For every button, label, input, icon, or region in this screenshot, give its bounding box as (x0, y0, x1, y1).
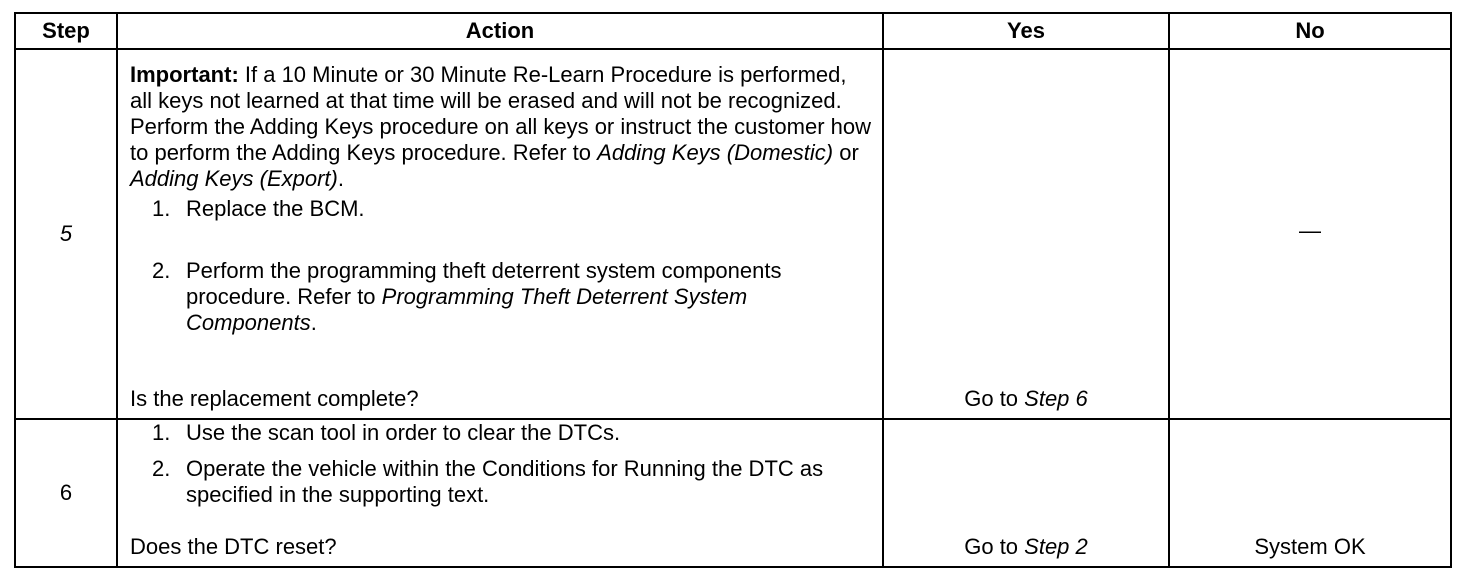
question-text: Is the replacement complete? (130, 386, 419, 411)
no-cell: System OK (1168, 418, 1452, 568)
yes-prefix: Go to (964, 386, 1025, 411)
yes-result: Go to Step 6 (884, 386, 1168, 412)
important-note: Important: If a 10 Minute or 30 Minute R… (130, 50, 872, 192)
list-item: 1. Use the scan tool in order to clear th… (130, 420, 872, 446)
list-item-text: Use the scan tool in order to clear the … (186, 420, 621, 445)
yes-cell: Go to Step 6 (882, 48, 1170, 420)
list-item-number: 1. (152, 420, 171, 445)
header-yes: Yes (882, 12, 1170, 50)
question-text: Does the DTC reset? (130, 534, 337, 559)
list-item-number: 1. (152, 196, 171, 221)
action-steps-list: 1. Use the scan tool in order to clear th… (130, 420, 872, 508)
table-row: 6 1. Use the scan tool in order to clear … (14, 418, 1452, 568)
step-number: 6 (14, 418, 118, 568)
important-label: Important: (130, 62, 239, 87)
list-item: 2. Perform the programming theft deterren… (130, 258, 872, 336)
important-text: . (337, 166, 344, 191)
header-row: Step Action Yes No (14, 12, 1452, 50)
action-steps-list: 1. Replace the BCM. 2. Perform the program… (130, 196, 872, 336)
action-cell: Important: If a 10 Minute or 30 Minute R… (116, 48, 884, 420)
list-item-text: . (310, 310, 317, 335)
header-step: Step (14, 12, 118, 50)
action-cell: 1. Use the scan tool in order to clear th… (116, 418, 884, 568)
header-no: No (1168, 12, 1452, 50)
reference-link: Adding Keys (Export) (130, 166, 338, 191)
list-item-text: Replace the BCM. (186, 196, 365, 221)
reference-link: Adding Keys (Domestic) (597, 140, 834, 165)
important-text: or (833, 140, 859, 165)
step-reference: Step 6 (1024, 386, 1088, 411)
no-result: — (1299, 218, 1321, 243)
list-item-number: 2. (152, 258, 171, 283)
no-cell: — (1168, 48, 1452, 420)
list-item-number: 2. (152, 456, 171, 481)
list-item-text: Operate the vehicle within the Condition… (186, 456, 824, 507)
step-reference: Step 2 (1024, 534, 1088, 559)
table-row: 5 Important: If a 10 Minute or 30 Minute… (14, 48, 1452, 420)
diagnostic-procedure-table: Step Action Yes No 5 Important: If a 10 … (14, 12, 1452, 568)
step-number: 5 (14, 48, 118, 420)
list-item-text: Perform the programming theft deterrent … (186, 258, 782, 309)
list-item: 2. Operate the vehicle within the Conditi… (130, 456, 872, 508)
header-action: Action (116, 12, 884, 50)
reference-link: Programming Theft Deterrent System Compo… (186, 284, 748, 335)
no-result: System OK (1254, 534, 1366, 559)
list-item: 1. Replace the BCM. (130, 196, 872, 222)
yes-result: Go to Step 2 (884, 534, 1168, 560)
yes-cell: Go to Step 2 (882, 418, 1170, 568)
important-text: If a 10 Minute or 30 Minute Re-Learn Pro… (130, 62, 872, 165)
yes-prefix: Go to (964, 534, 1025, 559)
